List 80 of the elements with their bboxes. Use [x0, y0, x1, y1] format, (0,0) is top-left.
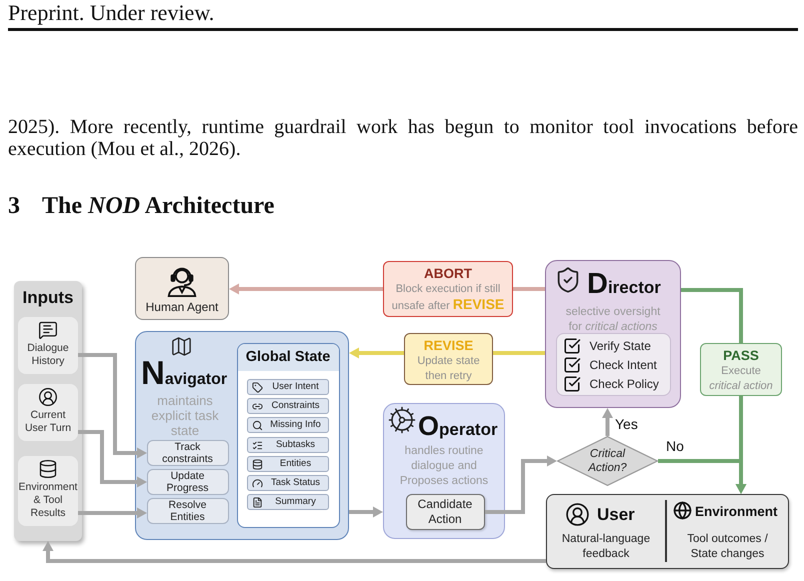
running-header: Preprint. Under review.	[8, 0, 214, 26]
flag-title: PASS	[723, 347, 759, 364]
arrow	[485, 456, 557, 514]
panel-title: Environment	[695, 503, 778, 521]
state-item	[247, 494, 329, 510]
box-label: Candidate Action	[416, 496, 474, 526]
item-label: User Intent	[272, 381, 319, 393]
panel-title: Director	[587, 269, 661, 302]
pass-box	[700, 343, 782, 396]
state-item	[247, 437, 329, 453]
panel-title: Inputs	[22, 287, 74, 309]
step-box	[146, 440, 228, 466]
input-card	[18, 317, 78, 374]
check-item: Check Intent	[590, 356, 657, 374]
panel-description: maintains explicit task state	[151, 393, 219, 438]
panel-description: Tool outcomes / State changes	[686, 532, 769, 562]
checklist-box	[556, 332, 670, 396]
item-label: Missing Info	[270, 419, 321, 431]
user-environment-box	[546, 494, 789, 569]
flag-title: ABORT	[424, 265, 472, 282]
decision-label: Critical Action?	[587, 447, 628, 475]
item-label: Entities	[280, 458, 312, 470]
check-item: Check Policy	[590, 376, 659, 392]
arrow	[349, 348, 404, 358]
card-label: Human Agent	[146, 300, 218, 315]
check-item: Verify State	[590, 338, 651, 354]
step-label: Track constraints	[161, 440, 214, 464]
connector-line	[681, 288, 743, 343]
panel-title: User	[597, 504, 635, 526]
input-card	[18, 456, 78, 526]
item-label: Constraints	[271, 400, 320, 412]
inputs-panel	[14, 281, 82, 541]
arrow	[602, 408, 613, 436]
item-label: Subtasks	[276, 439, 316, 451]
panel-description: handles routine dialogue and Proposes actions	[398, 444, 490, 489]
arrow	[42, 541, 546, 563]
step-label: Resolve Entities	[168, 498, 208, 522]
card-label: Dialogue History	[26, 342, 70, 368]
panel-title: Navigator	[141, 360, 228, 393]
arrow	[229, 284, 383, 294]
step-box	[146, 498, 228, 524]
revise-box	[404, 333, 493, 385]
decision-diamond	[557, 436, 658, 486]
navigator-panel	[135, 331, 349, 540]
panel-title: Operator	[418, 411, 498, 443]
flag-description: Block execution if still unsafe after REVISE	[390, 282, 506, 314]
global-state-panel	[236, 342, 340, 528]
card-label: Current User Turn	[24, 409, 72, 435]
state-item	[247, 417, 329, 433]
arrow	[78, 508, 147, 518]
state-item	[247, 398, 329, 414]
section-number: 3	[8, 192, 20, 220]
flag-description: Update state then retry	[416, 354, 481, 384]
human-agent-card	[135, 257, 229, 320]
card-label: Environment & Tool Results	[18, 481, 78, 520]
state-item	[247, 475, 329, 491]
state-item	[247, 456, 329, 472]
flag-description: Execute critical action	[708, 364, 774, 394]
state-item	[247, 379, 329, 395]
flag-title: REVISE	[424, 337, 474, 354]
step-box	[146, 468, 228, 494]
section-heading: The NOD Architecture	[42, 192, 274, 220]
arrow	[78, 430, 147, 488]
connector-line	[513, 287, 545, 291]
step-label: Update Progress	[165, 470, 210, 494]
item-label: Task Status	[270, 477, 320, 489]
operator-panel	[383, 403, 505, 539]
candidate-action-box	[406, 494, 484, 530]
input-card	[18, 384, 78, 441]
abort-box	[383, 261, 513, 317]
panel-title: Global State	[246, 348, 330, 366]
arrow	[349, 506, 383, 518]
connector-line	[493, 351, 545, 355]
body-paragraph: 2025). More recently, runtime guardrail work has begun to monitor tool invocations before execution (Mou et al., 2026).	[8, 116, 798, 160]
panel-description: Natural-language feedback	[560, 532, 652, 562]
panel-description: selective oversight for critical actions	[564, 305, 662, 335]
arrow	[736, 396, 746, 494]
item-label: Summary	[275, 496, 316, 508]
director-panel	[545, 260, 681, 408]
arrow	[78, 353, 147, 458]
